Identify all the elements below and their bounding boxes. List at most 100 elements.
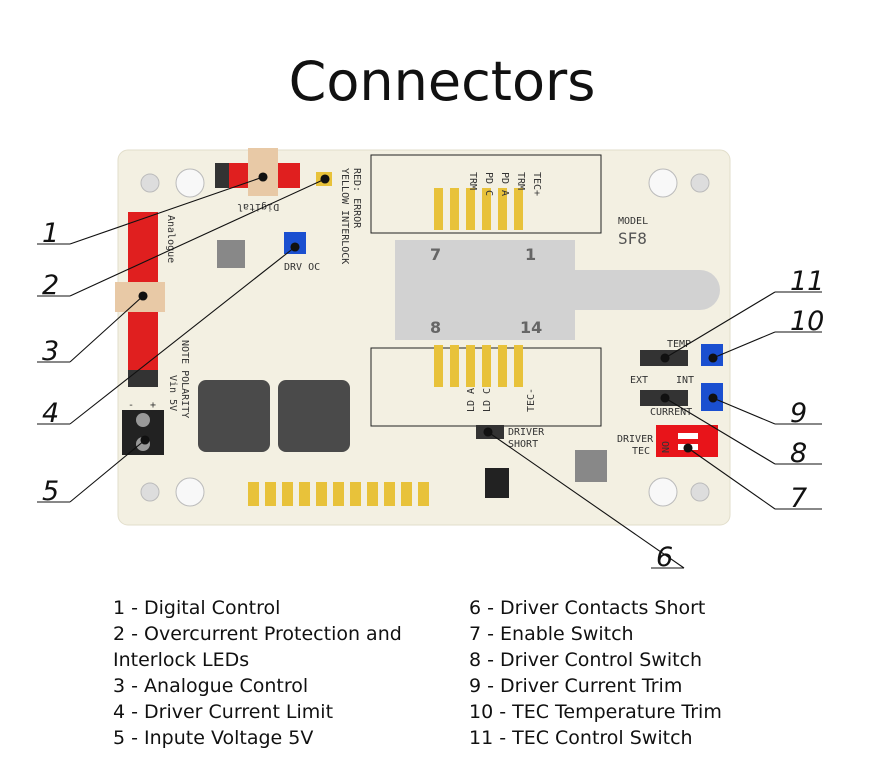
driver-short-label: SHORT xyxy=(508,439,538,450)
model-label: MODEL xyxy=(618,216,648,227)
driver-tec-label: DRIVER xyxy=(617,434,654,445)
callout-leader-line xyxy=(664,397,776,465)
callout-dot xyxy=(708,353,718,363)
callout-number: 10 xyxy=(790,306,824,337)
pad xyxy=(265,482,276,506)
legend-item: 7 - Enable Switch xyxy=(469,623,634,645)
pad xyxy=(248,482,259,506)
callout-number: 5 xyxy=(42,476,59,507)
callout-dot xyxy=(258,172,268,182)
callout-dot xyxy=(708,393,718,403)
pin-label: TEC+ xyxy=(531,172,542,196)
driver-short-label: DRIVER xyxy=(508,427,545,438)
pin-7: 7 xyxy=(430,245,441,264)
callout-leader-line xyxy=(687,447,776,510)
drv-oc-label: DRV OC xyxy=(284,262,320,273)
pad xyxy=(401,482,412,506)
page-title: Connectors xyxy=(288,50,596,113)
callout-leader-line xyxy=(712,397,776,425)
pin-14: 14 xyxy=(520,318,542,337)
callout-leader-line xyxy=(69,439,146,503)
pad xyxy=(482,345,491,387)
callout-dot xyxy=(660,393,670,403)
callout-number: 11 xyxy=(790,266,824,297)
bottom-pads xyxy=(248,482,429,506)
ext-label: EXT xyxy=(630,375,648,386)
legend-right: 6 - Driver Contacts Short 7 - Enable Swi… xyxy=(469,595,722,751)
pad xyxy=(350,482,361,506)
pad xyxy=(333,482,344,506)
pad xyxy=(384,482,395,506)
model-name: SF8 xyxy=(618,229,647,248)
inductor xyxy=(278,380,350,452)
legend-item: 5 - Inpute Voltage 5V xyxy=(113,727,314,749)
ic-chip xyxy=(575,450,607,482)
callout-dot xyxy=(683,443,693,453)
callout-number: 7 xyxy=(790,483,807,514)
pad xyxy=(498,345,507,387)
callout-dot xyxy=(140,435,150,445)
legend-item: 9 - Driver Current Trim xyxy=(469,675,683,697)
polarity-label: NOTE POLARITY xyxy=(179,340,190,418)
driver-tec-label: TEC xyxy=(632,446,650,457)
legend-item: 8 - Driver Control Switch xyxy=(469,649,703,671)
socket-pads xyxy=(434,188,523,387)
pin-label: TRM xyxy=(515,172,526,190)
pin-label: LD A xyxy=(466,388,477,412)
callout-leader-line xyxy=(712,331,776,359)
callout-dot xyxy=(320,174,330,184)
pad xyxy=(367,482,378,506)
pin-label: TEC- xyxy=(526,388,537,412)
ic-chip xyxy=(217,240,245,268)
pad xyxy=(434,345,443,387)
callout-leader-line xyxy=(664,291,776,359)
pad xyxy=(514,188,523,230)
callout-dot xyxy=(483,427,493,437)
pin-label: TRM xyxy=(467,172,478,190)
led-yellow-label: YELLOW INTERLOCK xyxy=(339,168,350,264)
pad xyxy=(514,345,523,387)
legend-item: 6 - Driver Contacts Short xyxy=(469,597,706,619)
pad xyxy=(434,188,443,230)
pin-label: LD C xyxy=(482,388,493,412)
socket-top xyxy=(370,154,602,234)
legend-item: 4 - Driver Current Limit xyxy=(113,701,334,723)
ic-chip xyxy=(485,468,509,498)
callout-dot xyxy=(290,242,300,252)
callout-dot xyxy=(660,353,670,363)
callout-leader-line xyxy=(69,176,264,245)
callout-number: 8 xyxy=(790,438,807,469)
plus-label: + xyxy=(150,400,156,411)
legend-item: 3 - Analogue Control xyxy=(113,675,309,697)
callout-number: 1 xyxy=(42,218,59,249)
pad xyxy=(316,482,327,506)
pin-8: 8 xyxy=(430,318,441,337)
laser-slot xyxy=(395,240,720,340)
legend-item: 2 - Overcurrent Protection and xyxy=(113,623,402,645)
analogue-label: Analogue xyxy=(165,215,176,263)
callout-number: 3 xyxy=(42,336,59,367)
current-label: CURRENT xyxy=(650,407,692,418)
callout-number: 2 xyxy=(42,270,59,301)
pad xyxy=(450,345,459,387)
digital-connector xyxy=(215,148,300,196)
digital-label: Digital xyxy=(237,201,279,212)
legend-item: 10 - TEC Temperature Trim xyxy=(469,701,722,723)
vin-label: Vin 5V xyxy=(167,375,178,411)
pad xyxy=(299,482,310,506)
pad xyxy=(282,482,293,506)
pad xyxy=(450,188,459,230)
callout-leader-line xyxy=(487,431,685,569)
callout-leader-line xyxy=(69,178,326,297)
callout-number: 4 xyxy=(42,398,59,429)
pin-label: PD C xyxy=(483,172,494,196)
pad xyxy=(498,188,507,230)
pin-label: PD A xyxy=(499,172,510,196)
pad xyxy=(466,345,475,387)
pad xyxy=(418,482,429,506)
led-red-label: RED: ERROR xyxy=(351,168,362,229)
callout-leader-line xyxy=(69,295,144,363)
legend-item: Interlock LEDs xyxy=(113,649,250,671)
pad xyxy=(466,188,475,230)
